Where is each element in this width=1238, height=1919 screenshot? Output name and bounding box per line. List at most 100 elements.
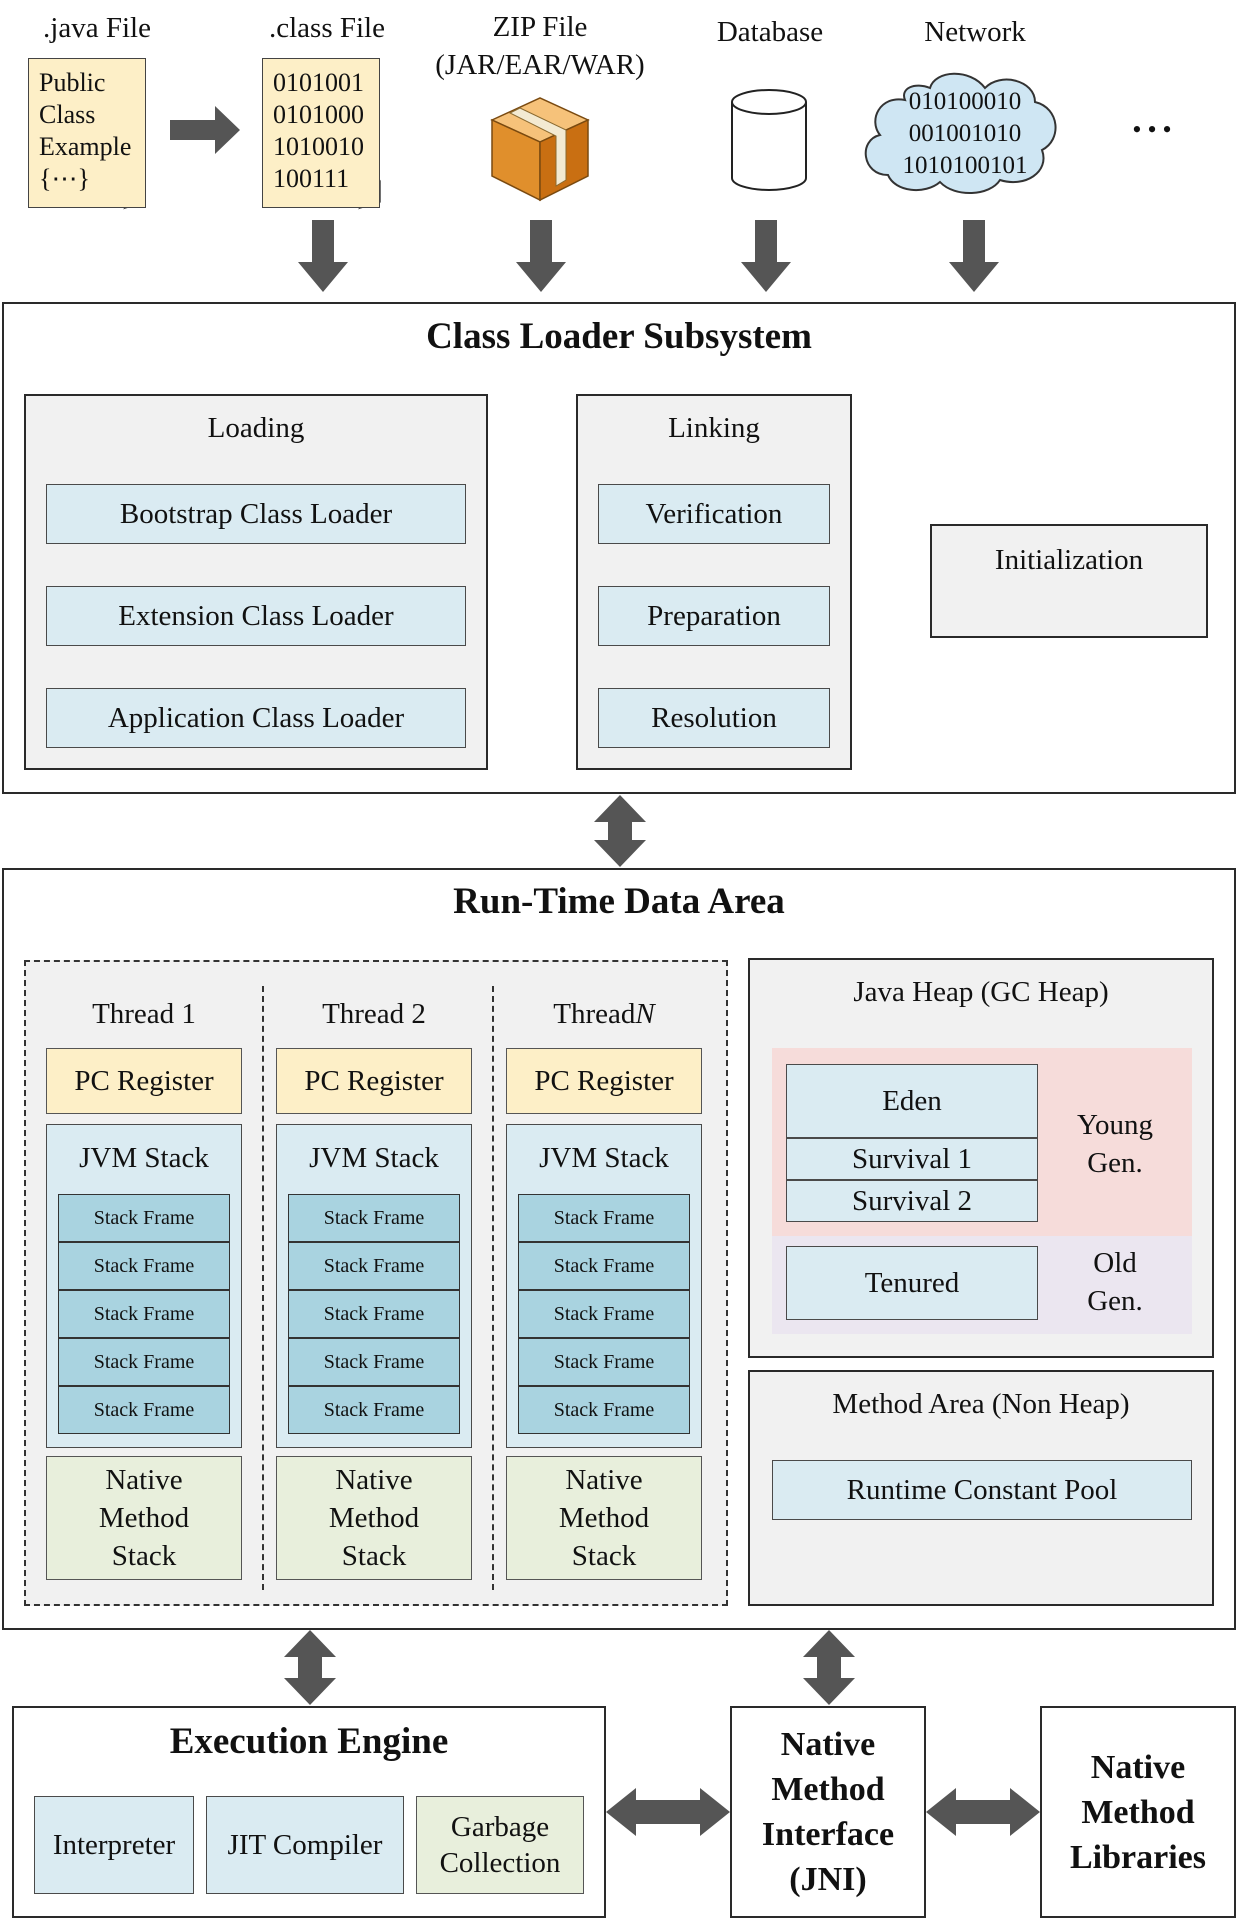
runtime-jni-arrow: [803, 1630, 855, 1705]
network-line: 010100010: [908, 88, 1022, 115]
jvm-stack-title: JVM Stack: [539, 1141, 669, 1174]
java-file-label: .java File: [43, 11, 151, 44]
native-method-stack: Native Method Stack: [46, 1456, 242, 1580]
pc-register: PC Register: [506, 1048, 702, 1114]
input-arrow-class: [298, 220, 348, 292]
thread-name: Thread: [553, 997, 636, 1030]
linking-title: Linking: [668, 411, 760, 444]
loader-runtime-arrow: [594, 795, 646, 867]
compile-arrow: [170, 106, 240, 154]
stack-frame: Stack Frame: [288, 1386, 460, 1434]
native-stack-line: Native: [105, 1464, 183, 1496]
pc-register: PC Register: [46, 1048, 242, 1114]
old-gen-label: Old Gen.: [1040, 1244, 1190, 1320]
native-stack-line: Stack: [111, 1540, 177, 1572]
class-line: 1010010: [273, 132, 364, 161]
jni-line: Interface: [761, 1816, 895, 1853]
native-stack-line: Method: [328, 1502, 420, 1534]
tenured-space: Tenured: [786, 1246, 1038, 1320]
survival-2-space: Survival 2: [786, 1180, 1038, 1222]
zip-file-sublabel: (JAR/EAR/WAR): [435, 48, 645, 81]
old-gen-line: Gen.: [1087, 1285, 1143, 1317]
class-file-label: .class File: [269, 11, 385, 44]
stack-frame: Stack Frame: [518, 1290, 690, 1338]
resolution-step: Resolution: [598, 688, 830, 748]
application-class-loader: Application Class Loader: [46, 688, 466, 748]
network-label: Network: [924, 15, 1026, 48]
survival-1-space: Survival 1: [786, 1138, 1038, 1180]
network-bits: 010100010 001001010 1010100101: [885, 86, 1045, 182]
loading-title: Loading: [207, 411, 305, 444]
class-line: 0101000: [273, 100, 364, 129]
java-heap-title: Java Heap (GC Heap): [853, 975, 1109, 1008]
runtime-exec-arrow: [284, 1630, 336, 1705]
verification-step: Verification: [598, 484, 830, 544]
gc-line: Garbage: [450, 1811, 550, 1843]
java-line: Class: [39, 100, 96, 129]
class-line: 100111: [273, 164, 350, 193]
jni-panel: Native Method Interface (JNI): [730, 1706, 926, 1918]
native-stack-line: Native: [335, 1464, 413, 1496]
class-file-note: 0101001 0101000 1010010 100111: [262, 58, 380, 208]
native-stack-line: Stack: [341, 1540, 407, 1572]
stack-frame: Stack Frame: [58, 1338, 230, 1386]
old-gen-line: Old: [1093, 1247, 1137, 1279]
java-line: {⋯}: [39, 164, 90, 193]
jni-line: Native: [780, 1726, 876, 1763]
garbage-collection-box: Garbage Collection: [416, 1796, 584, 1894]
native-libraries-panel: Native Method Libraries: [1040, 1706, 1236, 1918]
thread-name: Thread 1: [92, 997, 196, 1030]
initialization-title: Initialization: [994, 543, 1144, 576]
initialization-panel: [930, 524, 1208, 638]
young-gen-label: Young Gen.: [1040, 1106, 1190, 1182]
network-cloud-icon: [864, 72, 1057, 195]
thread-title: Thread 1: [46, 994, 242, 1034]
jni-libs-arrow: [926, 1788, 1040, 1836]
stack-frame: Stack Frame: [58, 1290, 230, 1338]
native-lib-line: Native: [1090, 1748, 1186, 1786]
runtime-title: Run-Time Data Area: [453, 880, 785, 922]
execution-engine-title: Execution Engine: [169, 1720, 449, 1762]
thread-title: Thread 2: [276, 994, 472, 1034]
native-method-stack: Native Method Stack: [276, 1456, 472, 1580]
native-stack-line: Method: [558, 1502, 650, 1534]
jvm-stack-title: JVM Stack: [79, 1141, 209, 1174]
thread-divider: [492, 986, 494, 1590]
stack-frame: Stack Frame: [288, 1338, 460, 1386]
input-arrow-zip: [516, 220, 566, 292]
method-area-title: Method Area (Non Heap): [832, 1387, 1130, 1420]
extension-class-loader: Extension Class Loader: [46, 586, 466, 646]
network-line: 1010100101: [902, 152, 1028, 179]
native-lib-line: Libraries: [1070, 1838, 1206, 1876]
thread-name: Thread 2: [322, 997, 426, 1030]
stack-frame: Stack Frame: [58, 1242, 230, 1290]
jvm-stack-title: JVM Stack: [309, 1141, 439, 1174]
java-line: Public: [39, 68, 106, 97]
thread-divider: [262, 986, 264, 1590]
zip-package-icon: [490, 97, 590, 202]
input-arrows: [298, 220, 999, 292]
class-line: 0101001: [273, 68, 364, 97]
eden-space: Eden: [786, 1064, 1038, 1138]
native-stack-line: Method: [98, 1502, 190, 1534]
thread-title: Thread N: [506, 994, 702, 1034]
class-loader-title: Class Loader Subsystem: [426, 315, 812, 357]
interpreter-box: Interpreter: [34, 1796, 194, 1894]
native-method-stack: Native Method Stack: [506, 1456, 702, 1580]
stack-frame: Stack Frame: [518, 1386, 690, 1434]
preparation-step: Preparation: [598, 586, 830, 646]
jit-compiler-box: JIT Compiler: [206, 1796, 404, 1894]
gc-line: Collection: [439, 1847, 561, 1879]
exec-jni-arrow: [606, 1788, 730, 1836]
runtime-constant-pool: Runtime Constant Pool: [772, 1460, 1192, 1520]
jni-line: (JNI): [789, 1861, 867, 1898]
native-stack-line: Stack: [571, 1540, 637, 1572]
thread-name-italic: N: [635, 997, 655, 1030]
database-label: Database: [716, 15, 824, 48]
input-arrow-db: [741, 220, 791, 292]
more-sources-ellipsis: •••: [1132, 115, 1178, 144]
bootstrap-class-loader: Bootstrap Class Loader: [46, 484, 466, 544]
database-icon: [731, 89, 807, 191]
young-gen-line: Young: [1076, 1109, 1154, 1141]
jni-line: Method: [771, 1771, 885, 1808]
